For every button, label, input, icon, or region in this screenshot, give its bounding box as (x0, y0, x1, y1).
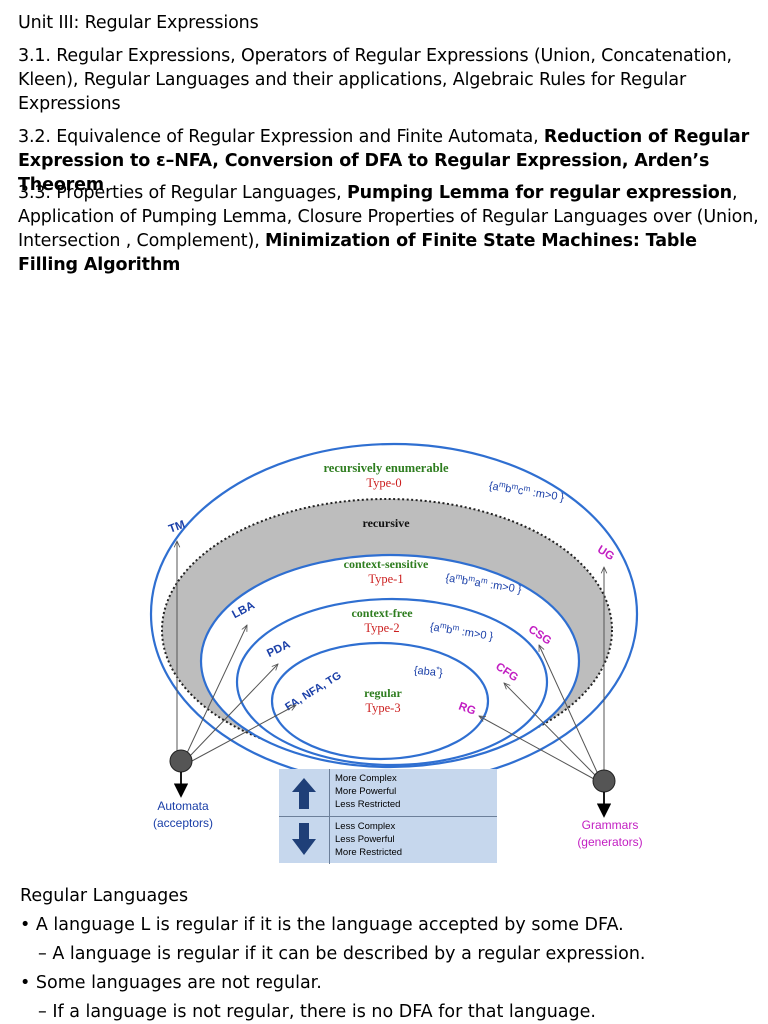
automata-label-1: Automata (157, 799, 209, 813)
down-arrow-icon (292, 823, 316, 855)
re-type-label: Type-0 (366, 476, 401, 490)
grammars-arrows (479, 567, 604, 780)
reg-type-label: Type-3 (365, 701, 400, 715)
regular-languages-title: Regular Languages (20, 886, 189, 906)
section-3-3: 3.3. Properties of Regular Languages, Pu… (18, 181, 762, 277)
section-3-3-plain-1: 3.3. Properties of Regular Languages, (18, 183, 347, 203)
grammars-label-1: Grammars (582, 818, 639, 832)
section-3-2-bold: Reduction of Regular Expression to ε–NFA… (18, 127, 750, 195)
legend-up-2: More Powerful (335, 786, 397, 797)
section-3-3-bold-1: Pumping Lemma for regular expression (346, 183, 732, 203)
re-example-label: {ambmcm :m>0 } (488, 478, 566, 504)
section-3-1: 3.1. Regular Expressions, Operators of R… (18, 46, 732, 114)
cs-type-label: Type-1 (368, 572, 403, 586)
automata-label-2: (acceptors) (153, 816, 213, 830)
section-3-2-plain: 3.2. Equivalence of Regular Expression a… (18, 127, 544, 147)
legend-down-texts: Less Complex Less Powerful More Restrict… (335, 820, 402, 859)
grammars-label-2: (generators) (577, 835, 642, 849)
bullet-not-regular: • Some languages are not regular. (20, 973, 322, 993)
section-3-3-bold-2: Minimization of Finite State Machines: T… (18, 231, 697, 275)
legend-down-2: Less Powerful (335, 834, 395, 845)
legend-up-1: More Complex (335, 773, 397, 784)
legend-up-3: Less Restricted (335, 799, 401, 810)
up-arrow-icon (292, 778, 316, 809)
legend-down-1: Less Complex (335, 821, 396, 832)
tm-label: TM (167, 519, 187, 536)
recursive-label: recursive (362, 516, 410, 530)
cs-name-label: context-sensitive (344, 557, 429, 571)
unit-heading: Unit III: Regular Expressions (18, 13, 259, 33)
automata-node (169, 749, 193, 773)
sub-bullet-regex: – A language is regular if it can be des… (38, 944, 646, 964)
legend-divider (279, 816, 497, 817)
section-3-2: 3.2. Equivalence of Regular Expression a… (18, 125, 762, 197)
cf-type-label: Type-2 (364, 621, 399, 635)
rg-label: RG (457, 701, 477, 718)
legend-down-3: More Restricted (335, 847, 403, 858)
re-name-label: recursively enumerable (323, 461, 449, 475)
legend-up-row: More Complex More Powerful Less Restrict… (279, 769, 497, 816)
reg-ellipse (270, 641, 490, 761)
automata-arrows (177, 541, 296, 763)
reg-example-label: {aba*} (413, 663, 443, 680)
legend-down-row: Less Complex Less Powerful More Restrict… (279, 817, 497, 864)
legend-up-texts: More Complex More Powerful Less Restrict… (335, 772, 400, 811)
sub-bullet-no-dfa: – If a language is not regular, there is… (38, 1002, 596, 1022)
legend-up-arrow-cell (279, 769, 330, 816)
grammars-node (592, 769, 616, 793)
cs-example-label: {ambmam :m>0 } (445, 570, 523, 596)
chomsky-hierarchy-diagram: recursively enumerable Type-0 {ambmcm :m… (149, 442, 643, 849)
complexity-legend: More Complex More Powerful Less Restrict… (279, 769, 497, 864)
section-3-3-plain-2: , Application of Pumping Lemma, Closure … (18, 183, 759, 251)
cf-name-label: context-free (351, 606, 413, 620)
reg-name-label: regular (364, 686, 402, 700)
legend-down-arrow-cell (279, 817, 330, 864)
bullet-regular-dfa: • A language L is regular if it is the l… (20, 915, 624, 935)
cf-example-label: {ambm :m>0 } (429, 619, 495, 643)
